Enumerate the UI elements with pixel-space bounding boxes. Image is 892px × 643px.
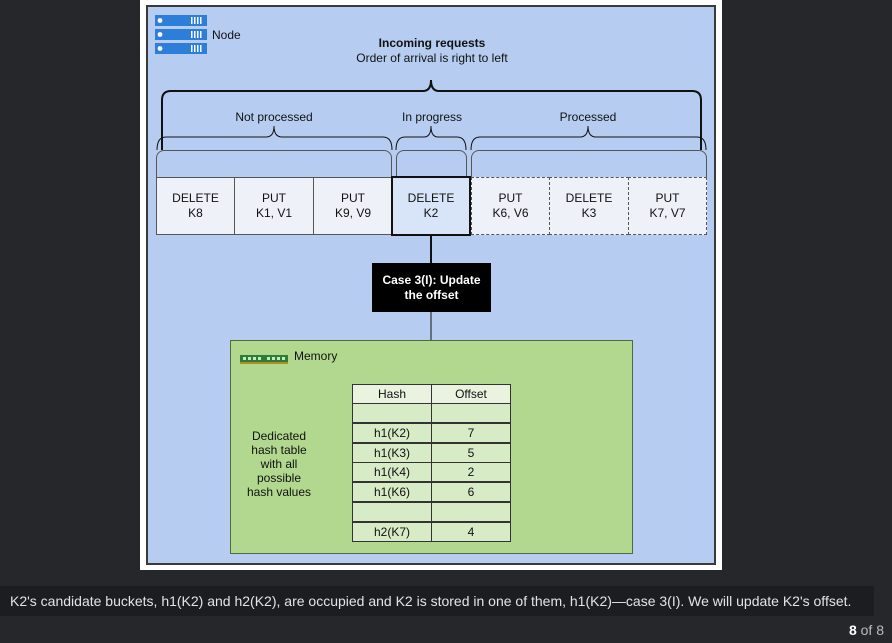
request-op: PUT (341, 191, 365, 205)
case-box-text: Update the offset (404, 272, 481, 302)
group-tab-not-processed (156, 150, 392, 177)
offset-cell: 6 (431, 482, 511, 502)
request-op: DELETE (172, 191, 219, 205)
request-args: K1, V1 (255, 206, 293, 220)
hash-column-header: Hash (352, 384, 432, 404)
group-tab-processed (471, 150, 707, 177)
request-op: DELETE (407, 191, 455, 205)
group-label-in-progress: In progress (401, 110, 463, 124)
group-label-processed: Processed (559, 110, 617, 124)
memory-chip-icon (240, 351, 288, 364)
offset-cell: 2 (431, 462, 511, 482)
request-args: K3 (581, 206, 597, 220)
group-label-not-processed: Not processed (235, 110, 313, 124)
request-args: K6, V6 (492, 206, 529, 220)
hash-cell: h1(K6) (352, 482, 432, 502)
hash-table-description: Dedicated hash table with all possible h… (246, 429, 312, 499)
incoming-title: Incoming requests (378, 36, 486, 50)
request-op: PUT (655, 191, 680, 205)
hash-cell: h2(K7) (352, 522, 432, 542)
hash-cell: h1(K3) (352, 443, 432, 463)
offset-column-header: Offset (431, 384, 511, 404)
memory-label: Memory (294, 349, 338, 363)
hash-cell (352, 403, 432, 423)
offset-cell (431, 502, 511, 522)
offset-cell: 7 (431, 423, 511, 443)
request-args: K9, V9 (334, 206, 372, 220)
slide-pager: 8 of 8 (849, 622, 884, 638)
slide-caption: K2's candidate buckets, h1(K2) and h2(K2… (0, 586, 874, 616)
offset-cell (431, 403, 511, 423)
hash-cell (352, 502, 432, 522)
request-op: PUT (498, 191, 523, 205)
hash-cell: h1(K2) (352, 423, 432, 443)
request-args: K8 (188, 206, 203, 220)
node-label: Node (212, 28, 241, 42)
group-tab-in-progress (396, 150, 467, 177)
request-op: PUT (262, 191, 286, 205)
case-box: Case 3(I): Update the offset (372, 263, 491, 312)
request-args: K2 (423, 206, 439, 220)
incoming-subtitle: Order of arrival is right to left (356, 51, 508, 65)
server-icon (155, 15, 207, 55)
offset-cell: 5 (431, 443, 511, 463)
case-box-bold: Case 3(I): (382, 272, 437, 287)
pager-total: of 8 (860, 622, 884, 638)
pager-current: 8 (848, 622, 857, 638)
hash-cell: h1(K4) (352, 462, 432, 482)
request-op: DELETE (565, 191, 613, 205)
request-args: K7, V7 (649, 206, 686, 220)
offset-cell: 4 (431, 522, 511, 542)
